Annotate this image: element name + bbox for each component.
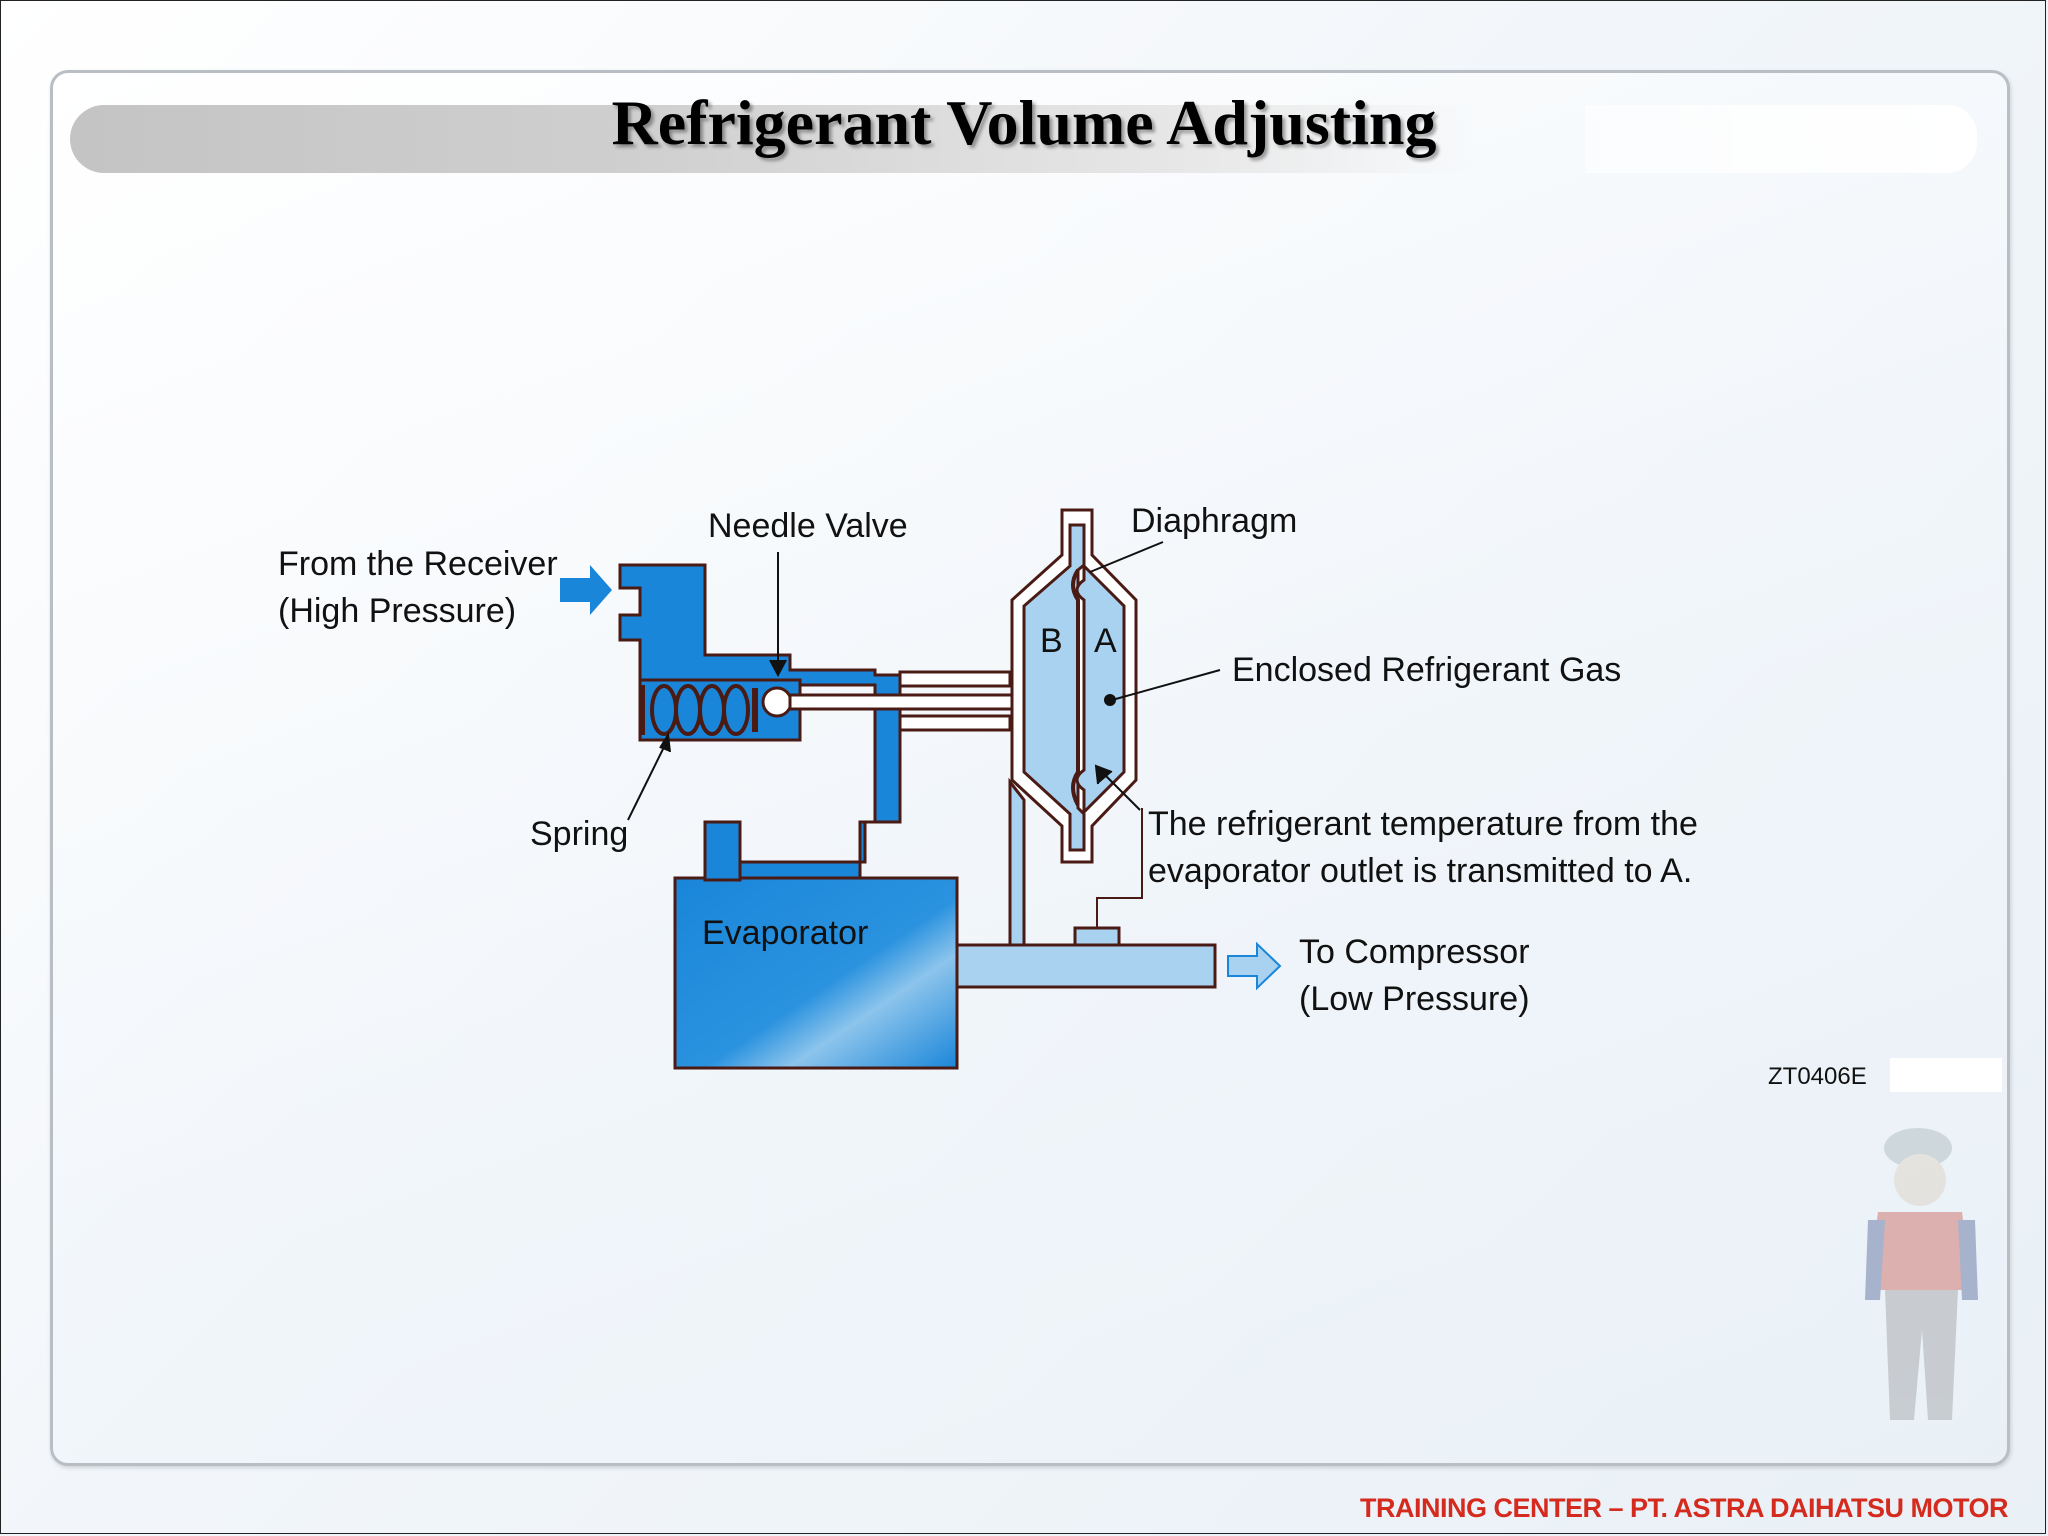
evaporator-feed-pipe <box>703 820 742 882</box>
title-bar <box>70 105 1480 173</box>
label-diaphragm: Diaphragm <box>1131 502 1297 540</box>
label-high-pressure: (High Pressure) <box>278 592 516 630</box>
capillary-line <box>1096 808 1143 928</box>
title-bar-highlight <box>1585 105 1977 173</box>
spring-icon <box>641 684 758 736</box>
sensing-tube <box>1008 777 1026 947</box>
white-block <box>1890 1058 2002 1092</box>
label-chamber-b: B <box>1040 622 1063 660</box>
label-temperature-note-line2: evaporator outlet is transmitted to A. <box>1148 852 1692 890</box>
leader-lines <box>627 541 1221 821</box>
label-from-receiver: From the Receiver <box>278 545 558 583</box>
temperature-bulb <box>1073 926 1121 947</box>
diaphragm-chamber-a <box>1075 562 1126 816</box>
low-pressure-outlet-pipe <box>955 943 1217 989</box>
evaporator-block <box>673 876 959 1070</box>
outlet-arrow-icon <box>1227 941 1282 991</box>
slide-title: Refrigerant Volume Adjusting <box>611 87 1437 158</box>
label-enclosed-gas: Enclosed Refrigerant Gas <box>1232 651 1621 689</box>
mechanic-mascot-icon <box>1865 1128 1978 1420</box>
label-needle-valve: Needle Valve <box>708 507 908 545</box>
diaphragm-membrane <box>1071 568 1080 806</box>
label-evaporator: Evaporator <box>702 914 868 952</box>
label-low-pressure: (Low Pressure) <box>1299 980 1530 1018</box>
footer-text: TRAINING CENTER – PT. ASTRA DAIHATSU MOT… <box>1359 1493 2009 1523</box>
content-panel <box>50 70 2010 1466</box>
label-temperature-note-line1: The refrigerant temperature from the <box>1148 805 1698 843</box>
label-chamber-a: A <box>1094 622 1117 660</box>
label-to-compressor: To Compressor <box>1299 933 1530 971</box>
needle-valve-ball <box>761 686 793 718</box>
footer: TRAINING CENTER – PT. ASTRA DAIHATSU MOT… <box>1359 1493 2009 1524</box>
figure-code: ZT0406E <box>1768 1063 1867 1090</box>
inlet-arrow-icon <box>560 565 612 615</box>
label-spring: Spring <box>530 815 628 853</box>
